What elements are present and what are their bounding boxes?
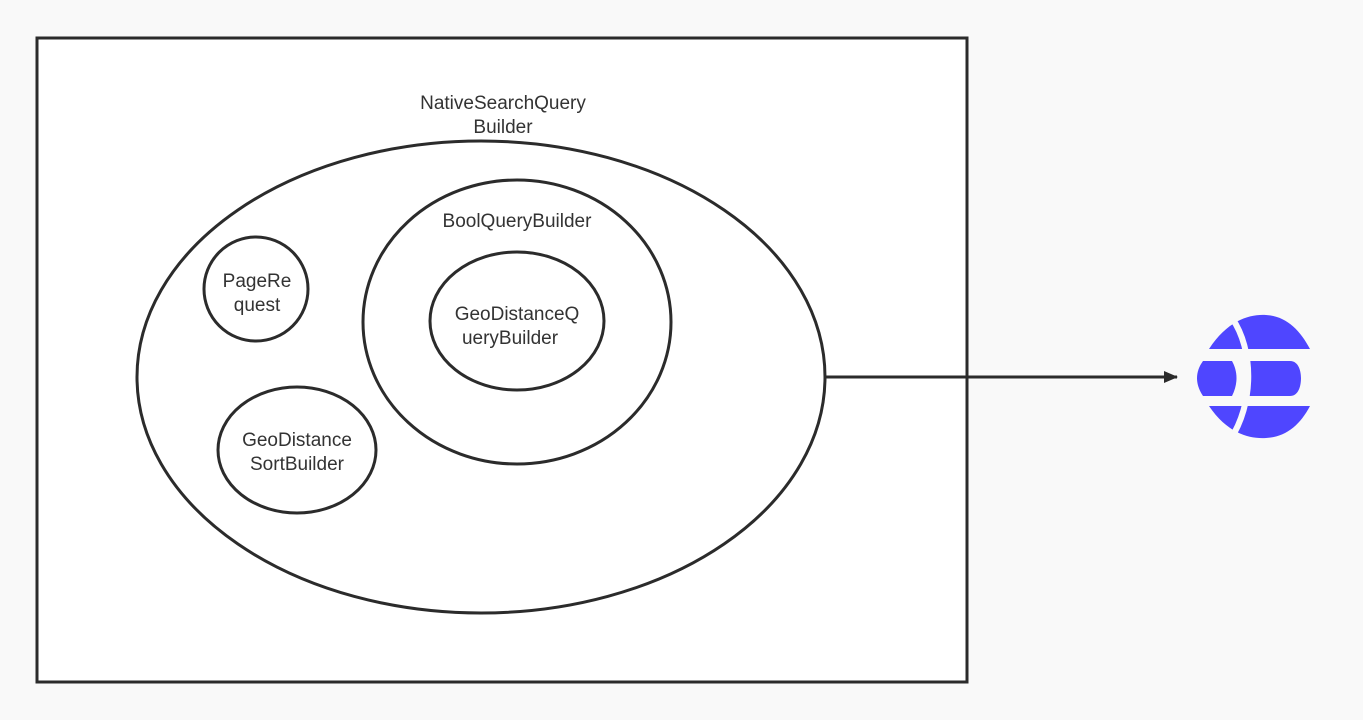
outer-frame [35,36,969,684]
geo-distance-sort-builder-label-line2: SortBuilder [250,454,345,475]
elasticsearch-logo-icon [1197,314,1310,442]
bool-query-builder-label: BoolQueryBuilder [443,211,593,232]
page-request-ellipse [202,235,310,343]
bool-query-builder-ellipse [361,178,673,466]
geo-distance-sort-builder-label-line1: GeoDistance [242,430,352,451]
page-request-label-line2: quest [234,295,281,316]
page-request-label-line1: PageRe [223,271,292,292]
native-search-query-builder-label-line1: NativeSearchQuery [420,93,586,114]
native-search-query-builder-ellipse [135,139,827,615]
native-search-query-builder-label-line2: Builder [473,117,533,138]
geo-distance-query-builder-ellipse [428,250,606,392]
geo-distance-query-builder-label-line2: ueryBuilder [462,328,559,349]
geo-distance-sort-builder-ellipse [216,385,378,515]
geo-distance-query-builder-label-line1: GeoDistanceQ [455,304,580,325]
